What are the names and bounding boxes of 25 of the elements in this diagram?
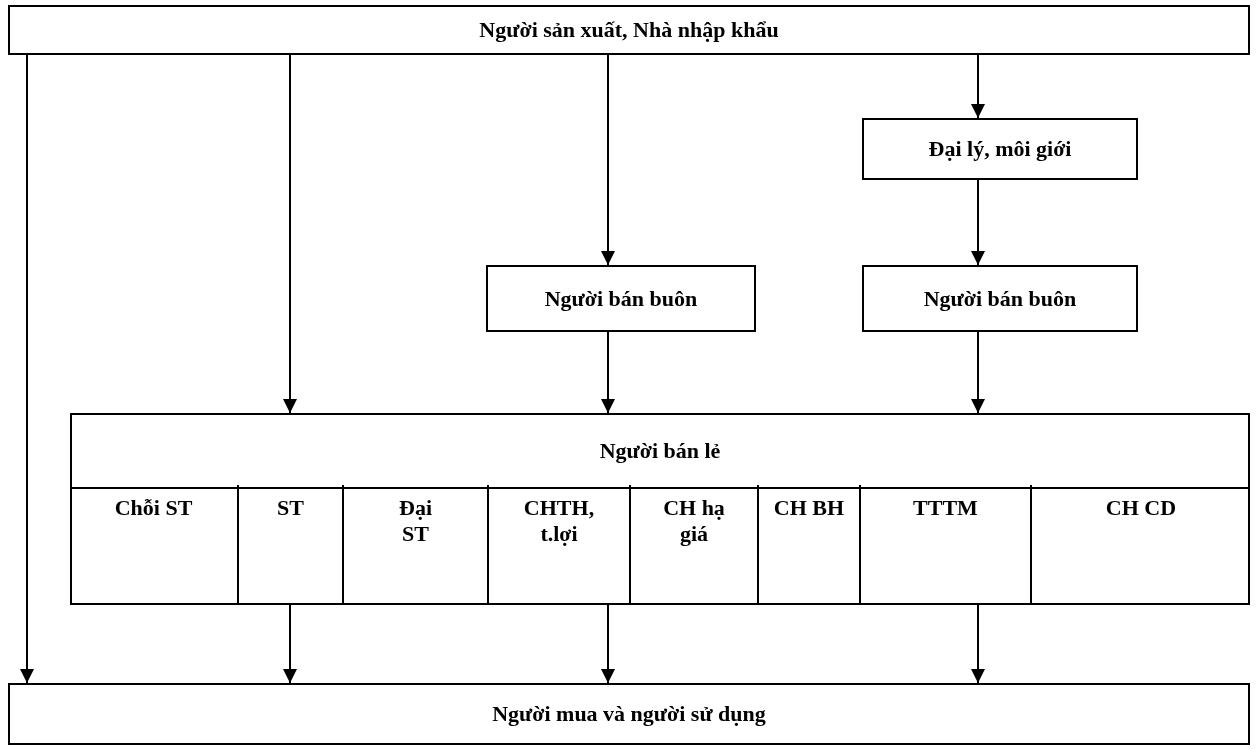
arrow [283,604,297,684]
table-cell: CH BH [757,485,859,603]
group-title: Người bán lẻ [599,438,721,464]
process-box: Người sản xuất, Nhà nhập khẩu [8,5,1250,55]
arrow [601,604,615,684]
table-cell: TTTM [859,485,1030,603]
arrow [971,179,985,266]
arrow [971,54,985,119]
arrow [971,604,985,684]
arrow [601,54,615,266]
table-cell: Đại ST [342,485,487,603]
process-box: Người bán buôn [862,265,1138,332]
arrow [20,54,34,684]
process-box: Đại lý, môi giới [862,118,1138,180]
process-box: Người mua và người sử dụng [8,683,1250,745]
table-cell: Chỗi ST [70,485,237,603]
process-box: Người bán buôn [486,265,756,332]
group-box [70,413,1250,605]
table-cell: ST [237,485,342,603]
table-cell: CH hạ giá [629,485,757,603]
table-cell: CHTH, t.lợi [487,485,629,603]
table-cell: CH CD [1030,485,1250,603]
arrow [601,331,615,414]
arrow [283,54,297,414]
arrow [971,331,985,414]
